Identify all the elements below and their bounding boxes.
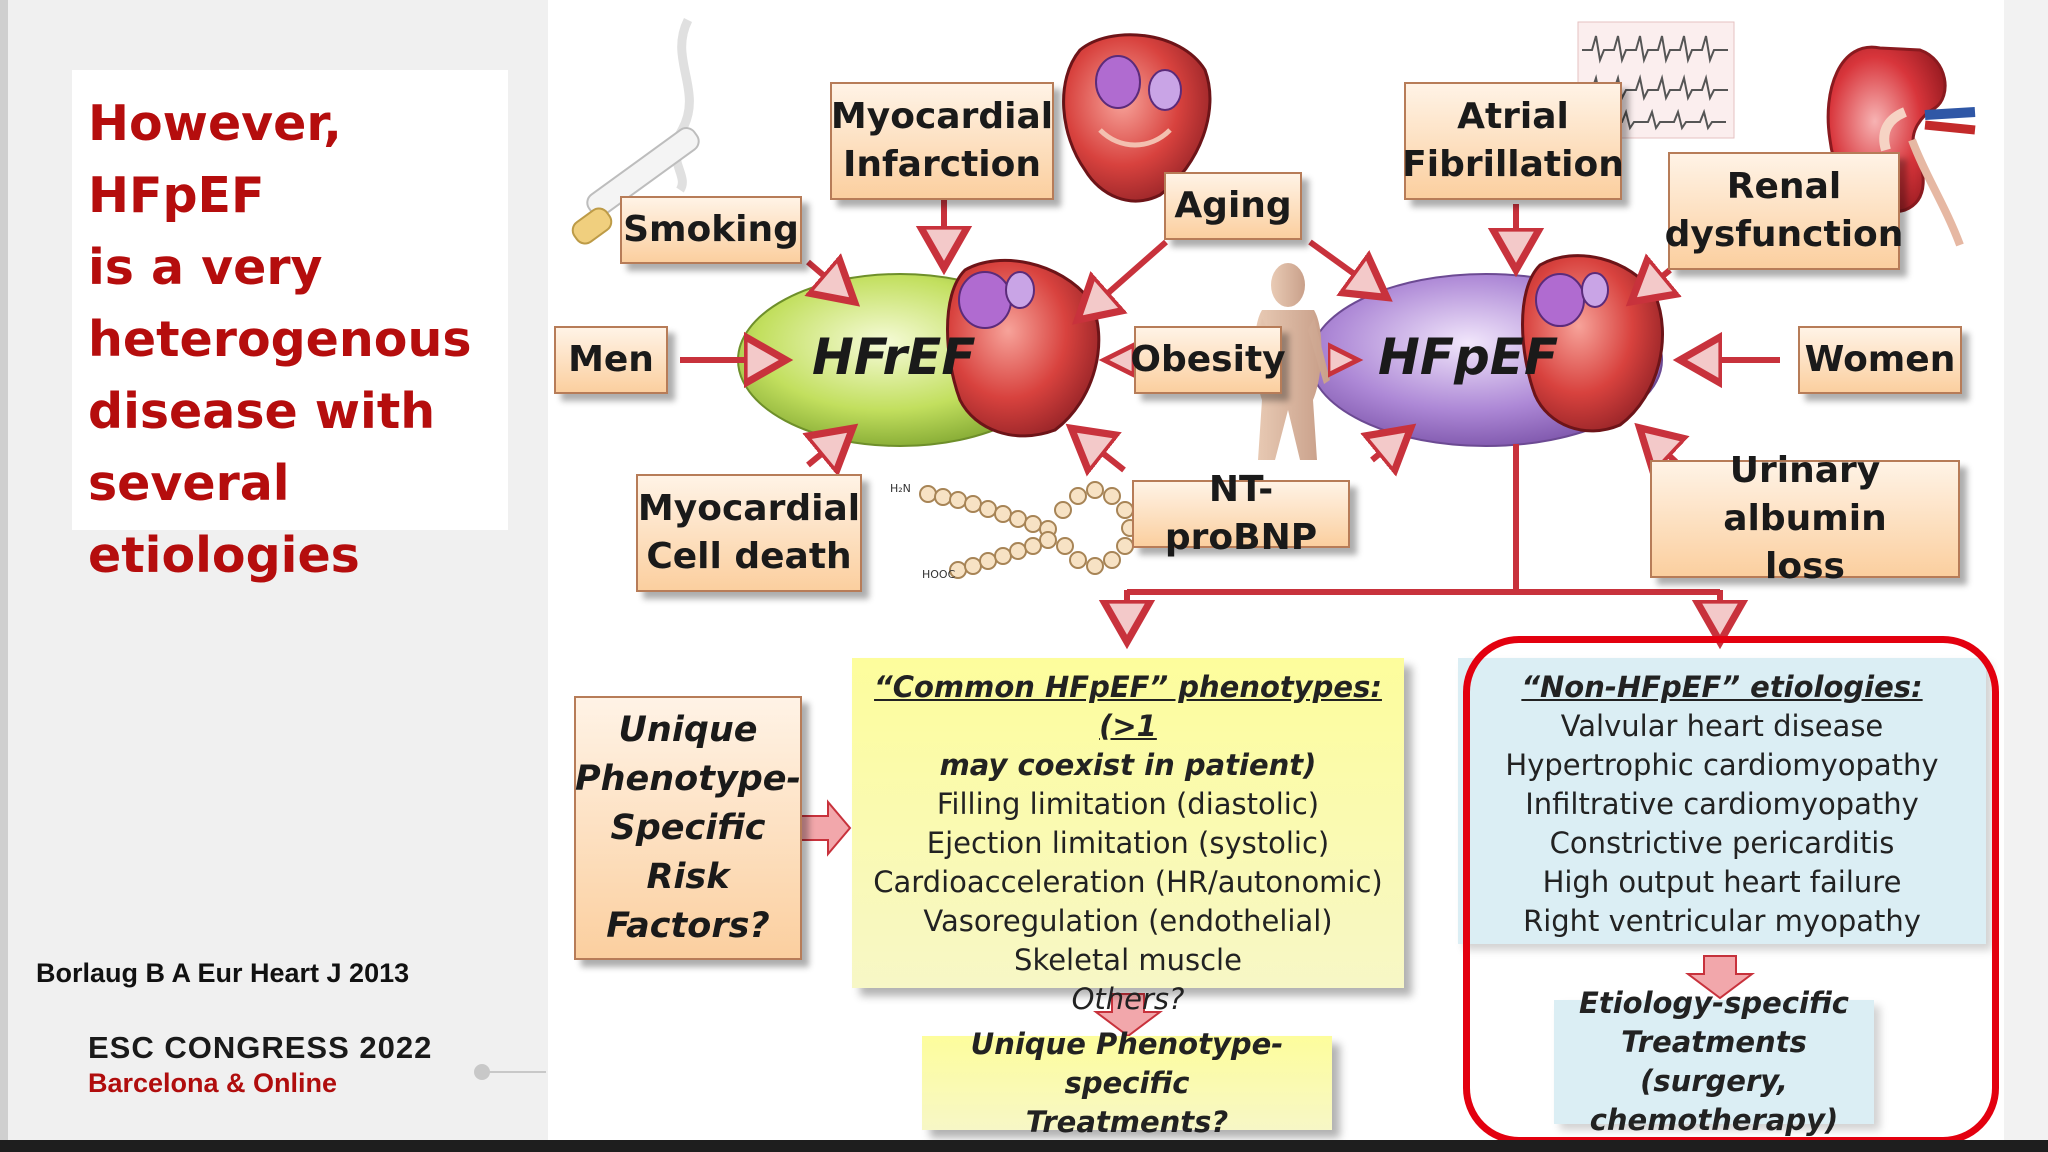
etiology-item: Infiltrative cardiomyopathy — [1525, 787, 1919, 821]
block-arrow-right — [799, 799, 852, 857]
etiology-treatments-box: Etiology-specific Treatments (surgery, c… — [1554, 986, 1874, 1137]
etiology-item: Constrictive pericarditis — [1549, 826, 1895, 860]
congress-subtitle: Barcelona & Online — [88, 1068, 338, 1098]
factor-atrial-fibrillation: Atrial Fibrillation — [1402, 82, 1624, 200]
phenotype-item: Cardioacceleration (HR/autonomic) — [873, 865, 1383, 899]
unique-treatments-text: Unique Phenotype-specific Treatments? — [970, 1026, 1284, 1139]
molecule-c-terminus: HOOC — [922, 568, 956, 581]
factor-obesity: Obesity — [1130, 326, 1286, 394]
heart-icon-large — [1062, 33, 1212, 203]
branch-arrows — [1127, 444, 1720, 636]
etiology-item: Hypertrophic cardiomyopathy — [1505, 748, 1939, 782]
phenotype-item: Skeletal muscle — [1014, 943, 1242, 977]
block-arrow-down-left — [1093, 993, 1163, 1038]
phenotype-item: Ejection limitation (systolic) — [926, 826, 1330, 860]
factor-myocardial-cell-death: Myocardial Cell death — [636, 474, 862, 592]
etiology-item: Right ventricular myopathy — [1523, 904, 1921, 938]
non-hfpef-etiologies-box: “Non-HFpEF” etiologies: Valvular heart d… — [1458, 658, 1986, 944]
progress-line — [480, 1071, 546, 1073]
congress-title: ESC CONGRESS 2022 — [88, 1030, 433, 1065]
etiology-item: Valvular heart disease — [1560, 709, 1884, 743]
phenotype-item: Vasoregulation (endothelial) — [923, 904, 1333, 938]
slide-headline: However, HFpEF is a very heterogenous di… — [88, 95, 472, 584]
common-phenotypes-box: “Common HFpEF” phenotypes: (>1 may coexi… — [852, 658, 1404, 1016]
etiology-treatments-text: Etiology-specific Treatments (surgery, c… — [1579, 986, 1849, 1137]
factor-renal-dysfunction: Renal dysfunction — [1665, 152, 1903, 270]
progress-dot — [474, 1064, 490, 1080]
arrows-hfpef — [1308, 204, 1780, 462]
non-hfpef-heading: “Non-HFpEF” etiologies: — [1521, 670, 1923, 704]
factor-myocardial-infarction: Myocardial Infarction — [830, 82, 1054, 200]
factor-women: Women — [1798, 326, 1962, 394]
hfref-label: HFrEF — [812, 328, 976, 386]
cigarette-icon — [571, 17, 700, 245]
common-phenotypes-heading: “Common HFpEF” phenotypes: (>1 — [874, 670, 1382, 743]
unique-treatments-box: Unique Phenotype-specific Treatments? — [922, 1027, 1332, 1139]
bottom-bar — [0, 1140, 2048, 1152]
factor-men: Men — [554, 326, 668, 394]
molecule-n-terminus: H₂N — [890, 482, 911, 495]
unique-risk-factors-box: Unique Phenotype- Specific Risk Factors? — [574, 696, 802, 960]
etiology-item: High output heart failure — [1542, 865, 1902, 899]
headline-background — [72, 70, 508, 530]
arrows-hfref — [680, 200, 1168, 470]
factor-aging: Aging — [1164, 172, 1302, 240]
factor-nt-probnp: NT-proBNP — [1132, 469, 1350, 558]
highlight-frame — [1463, 636, 1999, 1144]
phenotype-item: Filling limitation (diastolic) — [936, 787, 1320, 821]
factor-urinary-albumin-loss: Urinary albumin loss — [1650, 450, 1960, 587]
left-edge-bar — [0, 0, 8, 1140]
heart-icon-hfref — [946, 258, 1101, 438]
factor-smoking: Smoking — [620, 196, 802, 264]
block-arrow-down-right — [1685, 955, 1755, 1000]
citation: Borlaug B A Eur Heart J 2013 — [36, 958, 410, 988]
hfpef-label: HFpEF — [1378, 328, 1559, 386]
common-phenotypes-heading-2: may coexist in patient) — [939, 748, 1317, 782]
phenotype-others: Others? — [1071, 982, 1185, 1016]
peptide-chain-icon — [919, 481, 1139, 579]
